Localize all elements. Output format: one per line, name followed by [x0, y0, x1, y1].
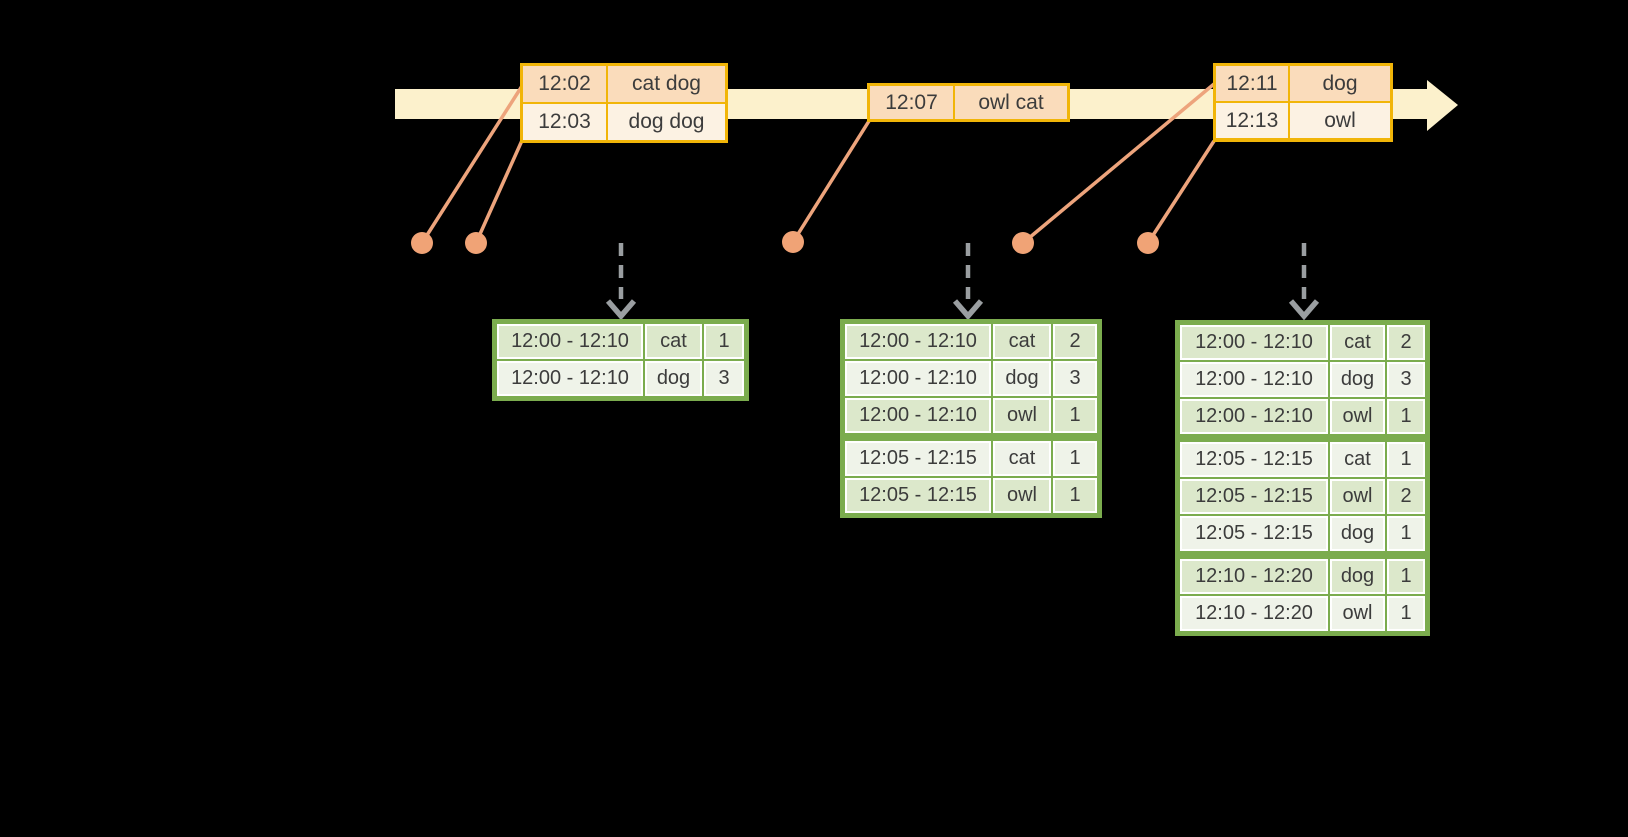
window-cell: 12:00 - 12:10	[845, 324, 991, 359]
count-cell: 2	[1387, 325, 1425, 360]
window-cell: 12:00 - 12:10	[1180, 325, 1328, 360]
window-cell: 12:00 - 12:10	[1180, 362, 1328, 397]
word-cell: owl	[1330, 596, 1385, 631]
count-cell: 1	[1053, 398, 1097, 433]
connector-line	[474, 135, 526, 244]
window-cell: 12:05 - 12:15	[845, 441, 991, 476]
event-box-1202: 12:02 cat dog 12:03 dog dog	[520, 63, 728, 143]
event-row: 12:03 dog dog	[523, 104, 725, 140]
word-cell: dog	[645, 361, 702, 396]
event-dot	[465, 232, 487, 254]
window-cell: 12:05 - 12:15	[845, 478, 991, 513]
event-words: dog	[1290, 66, 1390, 101]
word-cell: owl	[993, 398, 1051, 433]
count-cell: 1	[704, 324, 744, 359]
word-cell: cat	[1330, 442, 1385, 477]
connector-line	[791, 120, 871, 243]
connector-line	[1146, 140, 1216, 244]
event-dot	[411, 232, 433, 254]
window-cell: 12:00 - 12:10	[845, 361, 991, 396]
window-cell: 12:00 - 12:10	[497, 361, 643, 396]
trigger-arrowhead-icon	[952, 299, 984, 321]
word-cell: owl	[1330, 479, 1385, 514]
event-row: 12:02 cat dog	[523, 66, 725, 102]
window-cell: 12:10 - 12:20	[1180, 596, 1328, 631]
count-cell: 1	[1387, 399, 1425, 434]
window-cell: 12:05 - 12:15	[1180, 479, 1328, 514]
event-dot	[1137, 232, 1159, 254]
event-words: owl	[1290, 103, 1390, 138]
word-cell: cat	[1330, 325, 1385, 360]
event-row: 12:13 owl	[1216, 103, 1390, 138]
count-cell: 3	[1387, 362, 1425, 397]
window-cell: 12:10 - 12:20	[1180, 559, 1328, 594]
event-dot	[782, 231, 804, 253]
event-dot	[1012, 232, 1034, 254]
count-cell: 3	[1053, 361, 1097, 396]
count-cell: 1	[1387, 442, 1425, 477]
window-cell: 12:00 - 12:10	[497, 324, 643, 359]
event-row: 12:07 owl cat	[870, 86, 1067, 119]
event-time: 12:07	[870, 86, 953, 119]
connector-line	[420, 85, 524, 244]
event-time: 12:02	[523, 66, 606, 102]
count-cell: 1	[1387, 596, 1425, 631]
event-box-1211: 12:11 dog 12:13 owl	[1213, 63, 1393, 142]
window-cell: 12:05 - 12:15	[1180, 516, 1328, 551]
count-cell: 2	[1053, 324, 1097, 359]
trigger-arrowhead-icon	[605, 299, 637, 321]
word-cell: cat	[645, 324, 702, 359]
timeline-arrowhead-icon	[1427, 80, 1458, 131]
window-cell: 12:00 - 12:10	[845, 398, 991, 433]
trigger-arrowhead-icon	[1288, 299, 1320, 321]
count-cell: 1	[1053, 441, 1097, 476]
word-cell: dog	[1330, 362, 1385, 397]
event-words: dog dog	[608, 104, 725, 140]
event-time: 12:03	[523, 104, 606, 140]
count-cell: 1	[1053, 478, 1097, 513]
event-row: 12:11 dog	[1216, 66, 1390, 101]
word-cell: dog	[993, 361, 1051, 396]
word-cell: dog	[1330, 516, 1385, 551]
connector-line	[1021, 82, 1216, 245]
word-cell: cat	[993, 324, 1051, 359]
count-cell: 3	[704, 361, 744, 396]
window-cell: 12:00 - 12:10	[1180, 399, 1328, 434]
event-time: 12:13	[1216, 103, 1288, 138]
event-words: owl cat	[955, 86, 1067, 119]
word-cell: owl	[1330, 399, 1385, 434]
word-cell: cat	[993, 441, 1051, 476]
event-words: cat dog	[608, 66, 725, 102]
count-cell: 1	[1387, 516, 1425, 551]
word-cell: owl	[993, 478, 1051, 513]
window-cell: 12:05 - 12:15	[1180, 442, 1328, 477]
event-box-1207: 12:07 owl cat	[867, 83, 1070, 122]
count-cell: 2	[1387, 479, 1425, 514]
count-cell: 1	[1387, 559, 1425, 594]
word-cell: dog	[1330, 559, 1385, 594]
event-time: 12:11	[1216, 66, 1288, 101]
